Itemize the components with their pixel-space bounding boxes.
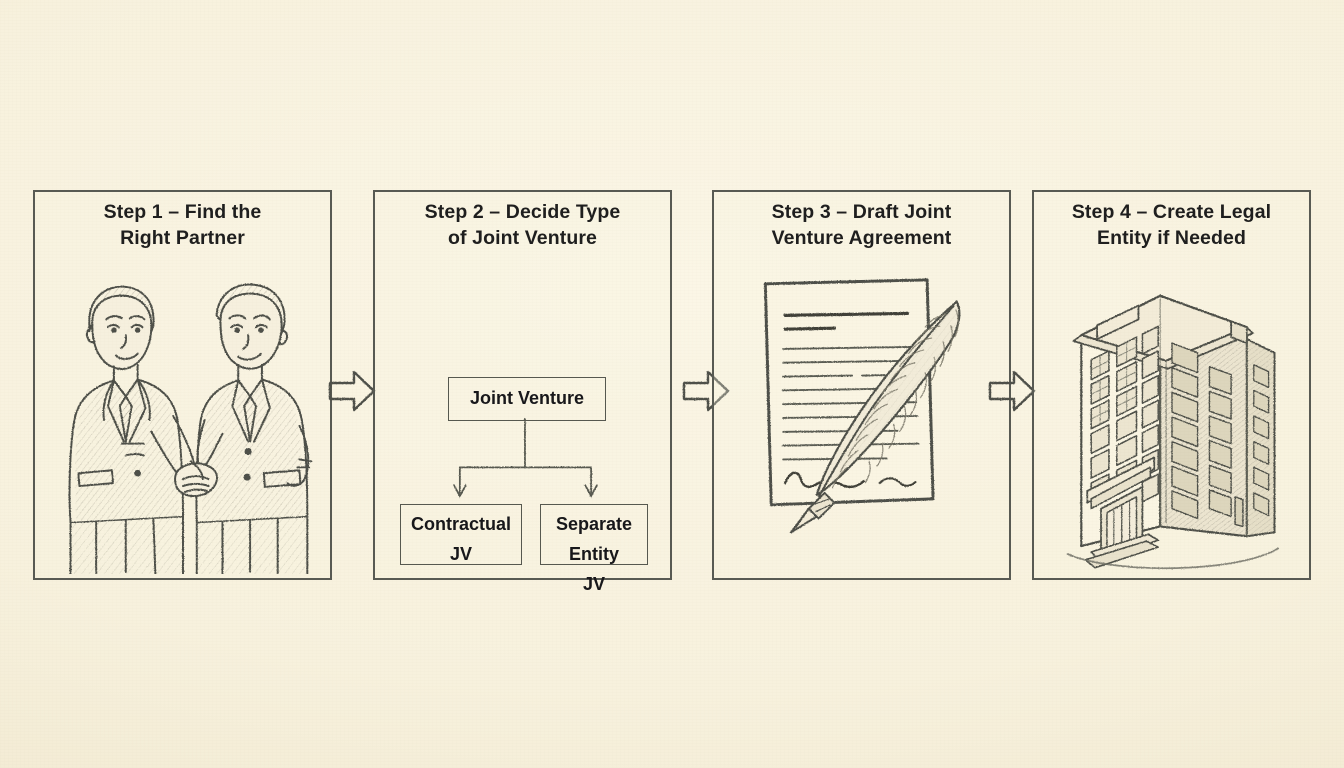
arrow-1-to-2 [327, 366, 377, 416]
handshake-illustration [35, 258, 330, 575]
office-building-illustration [1034, 258, 1309, 574]
contract-and-quill-illustration [714, 258, 1009, 574]
step-2-panel[interactable]: Step 2 – Decide Type of Joint Venture Jo [373, 190, 672, 594]
step-1-title: Step 1 – Find the Right Partner [103, 201, 262, 249]
step-4-panel[interactable]: Step 4 – Create Legal Entity if Needed [1032, 190, 1311, 580]
flowchart-branch-contractual-jv[interactable]: Contractual JV [400, 504, 522, 565]
flowchart-root-box[interactable]: Joint Venture [448, 377, 606, 421]
step-2-title: Step 2 – Decide Type of Joint Venture [424, 201, 621, 249]
arrow-3-to-4 [987, 366, 1037, 416]
step-3-title: Step 3 – Draft Joint Venture Agreement [771, 201, 952, 249]
flowchart-branch-separate-entity-jv[interactable]: Separate Entity JV [540, 504, 648, 594]
step-1-panel[interactable]: Step 1 – Find the Right Partner [33, 190, 332, 580]
arrow-2-to-3 [681, 366, 731, 416]
joint-venture-type-flowchart: Joint Venture Contractual JV Separate En… [375, 258, 670, 594]
step-4-title: Step 4 – Create Legal Entity if Needed [1071, 201, 1272, 249]
step-3-panel[interactable]: Step 3 – Draft Joint Venture Agreement [712, 190, 1011, 580]
